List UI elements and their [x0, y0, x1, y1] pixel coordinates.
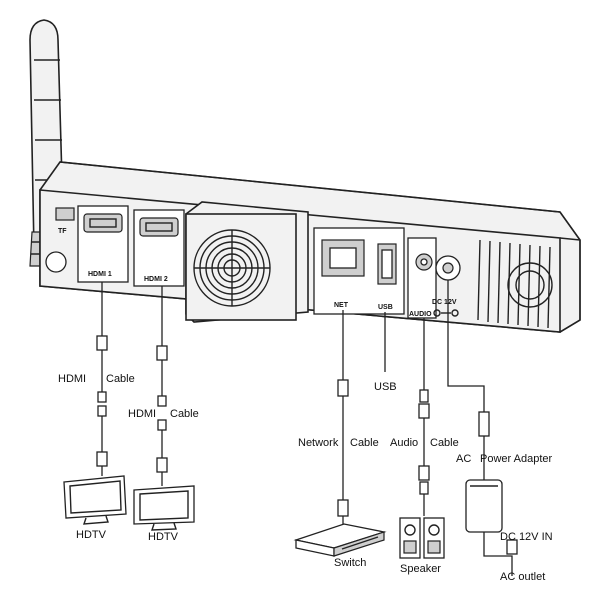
hdmi2-port: HDMI 2: [133, 209, 185, 287]
hdtv-2: HDTV: [133, 485, 195, 543]
usb-connection: USB: [374, 312, 397, 393]
port-label-audio: AUDIO: [409, 311, 432, 318]
audio-cable-label: Audio: [390, 437, 418, 449]
hdmi-cable-1: HDMI Cable: [58, 282, 135, 476]
ac-outlet-label: AC outlet: [500, 571, 545, 583]
hdmi-cable-1-label-2: Cable: [106, 373, 135, 385]
port-label-usb: USB: [378, 304, 393, 311]
tf-slot: TF: [45, 207, 75, 273]
hdmi-cable-2: HDMI Cable: [128, 286, 199, 486]
net-usb-block: NET USB: [313, 227, 405, 315]
hdmi-cable-1-label: HDMI: [58, 373, 86, 385]
dc-in-label: DC 12V IN: [500, 531, 553, 543]
usb-label: USB: [374, 381, 397, 393]
speaker: Speaker: [399, 517, 445, 575]
port-label-hdmi2: HDMI 2: [144, 276, 168, 283]
port-label-tf: TF: [58, 228, 67, 235]
speaker-label: Speaker: [400, 563, 441, 575]
dc-power-cable: AC Power Adapter: [447, 280, 552, 480]
hdmi-cable-2-label: HDMI: [128, 408, 156, 420]
network-cable-label: Network: [298, 437, 339, 449]
port-label-net: NET: [334, 302, 349, 309]
hdtv-2-label: HDTV: [148, 531, 179, 543]
audio-cable: Audio Cable: [390, 318, 459, 516]
port-label-hdmi1: HDMI 1: [88, 271, 112, 278]
network-cable-label-2: Cable: [350, 437, 379, 449]
fan-module: [185, 201, 309, 323]
side-vent: [477, 239, 553, 329]
ac-adapter-label: AC: [456, 453, 471, 465]
hdtv-1-label: HDTV: [76, 529, 107, 541]
power-adapter: DC 12V IN AC outlet: [465, 479, 553, 583]
hdtv-1: HDTV: [63, 475, 127, 541]
switch-label: Switch: [334, 557, 366, 569]
network-switch: Switch: [293, 523, 387, 569]
hdmi1-port: HDMI 1: [77, 205, 129, 283]
port-label-dc: DC 12V: [432, 299, 457, 306]
dc-port: DC 12V: [432, 255, 461, 317]
hdmi-cable-2-label-2: Cable: [170, 408, 199, 420]
audio-cable-label-2: Cable: [430, 437, 459, 449]
network-cable: Network Cable: [298, 310, 379, 524]
audio-port: AUDIO: [407, 237, 437, 319]
ac-adapter-label-2: Power Adapter: [480, 453, 552, 465]
